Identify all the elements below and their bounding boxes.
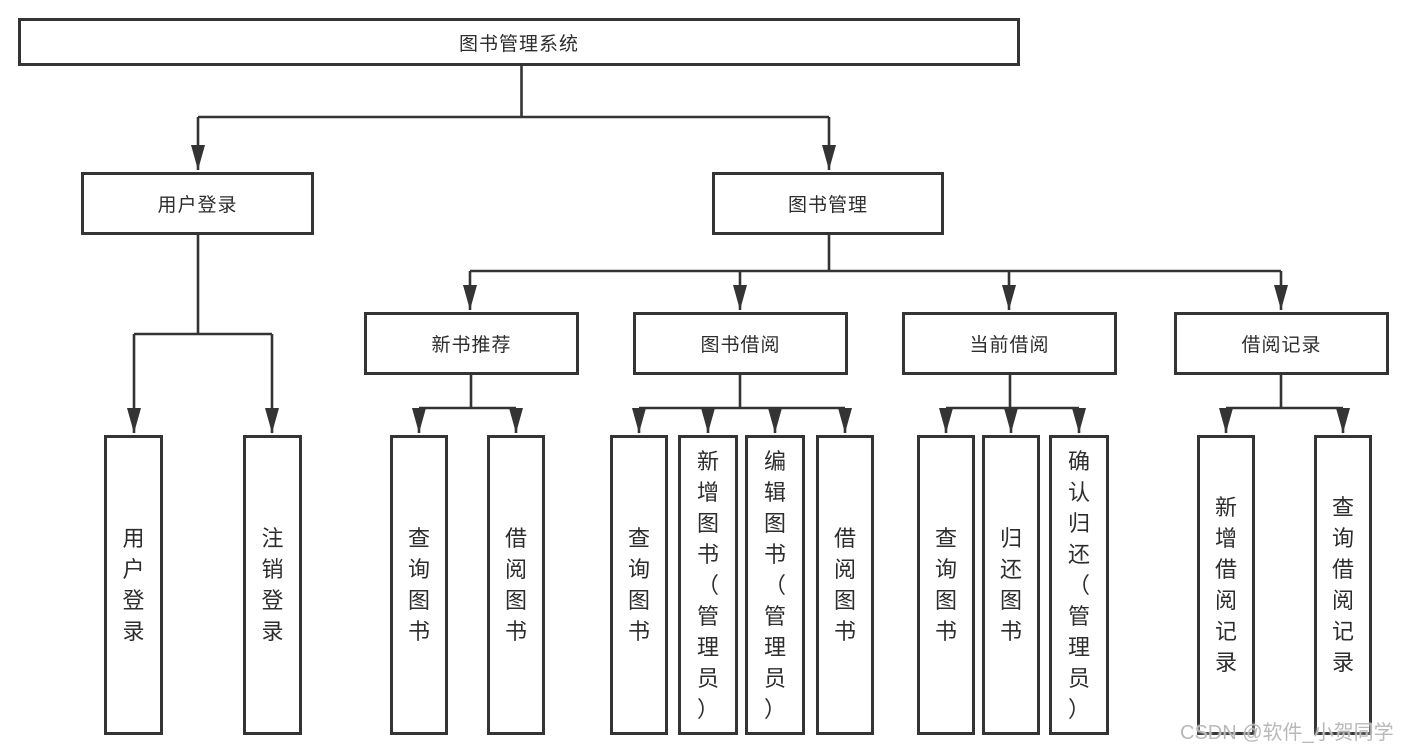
node-label: 图书管理 — [787, 195, 868, 216]
node-label: 查询图书 — [407, 526, 430, 644]
leaf-confirm-return-admin: 确认归还（管理员） — [1049, 435, 1109, 735]
leaf-borrow-books: 借阅图书 — [816, 435, 874, 735]
node-label: 查询图书 — [934, 526, 957, 644]
leaf-borrow-books: 借阅图书 — [487, 435, 545, 735]
node-label: 借阅记录 — [1241, 335, 1322, 356]
node-label: 借阅图书 — [833, 526, 856, 644]
node-label: 用户登录 — [122, 526, 145, 644]
leaf-edit-books-admin: 编辑图书（管理员） — [745, 435, 805, 735]
node-new-book-recommend: 新书推荐 — [364, 312, 579, 375]
node-book-borrowing: 图书借阅 — [633, 312, 848, 375]
node-label: 新增借阅记录 — [1214, 495, 1237, 675]
node-label: 当前借阅 — [969, 335, 1050, 356]
node-label: 查询借阅记录 — [1331, 495, 1354, 675]
leaf-return-books: 归还图书 — [982, 435, 1040, 735]
leaf-query-books: 查询图书 — [390, 435, 448, 735]
leaf-add-borrow-record: 新增借阅记录 — [1197, 435, 1255, 735]
leaf-query-books: 查询图书 — [610, 435, 668, 735]
leaf-user-login: 用户登录 — [104, 435, 163, 735]
node-label: 编辑图书（管理员） — [763, 448, 786, 722]
node-label: 借阅图书 — [504, 526, 527, 644]
node-label: 图书管理系统 — [458, 33, 579, 55]
node-label: 用户登录 — [157, 195, 238, 216]
leaf-query-borrow-record: 查询借阅记录 — [1314, 435, 1372, 735]
node-book-management: 图书管理 — [712, 172, 944, 235]
node-library-system: 图书管理系统 — [18, 18, 1020, 66]
node-label: 注销登录 — [261, 526, 284, 644]
leaf-logout: 注销登录 — [243, 435, 302, 735]
node-label: 确认归还（管理员） — [1067, 448, 1090, 722]
node-label: 归还图书 — [999, 526, 1022, 644]
node-user-login: 用户登录 — [81, 172, 314, 235]
node-label: 查询图书 — [627, 526, 650, 644]
leaf-add-books-admin: 新增图书（管理员） — [678, 435, 738, 735]
node-label: 新增图书（管理员） — [696, 448, 719, 722]
node-label: 新书推荐 — [431, 335, 512, 356]
node-borrowing-records: 借阅记录 — [1174, 312, 1389, 375]
node-label: 图书借阅 — [700, 335, 781, 356]
csdn-watermark: CSDN @软件_小贺同学 — [1180, 722, 1394, 744]
leaf-query-books: 查询图书 — [917, 435, 975, 735]
node-current-borrowing: 当前借阅 — [902, 312, 1117, 375]
